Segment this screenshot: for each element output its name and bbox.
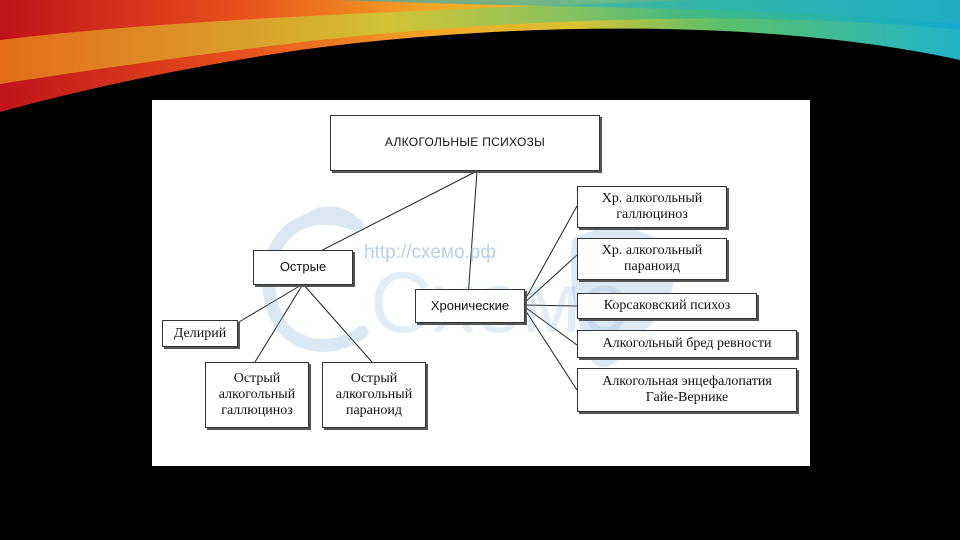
chronic-child-hallucinosis: Хр. алкогольный галлюциноз (577, 186, 727, 228)
chronic-label: Хронические (430, 297, 510, 313)
decorative-banner (0, 0, 960, 112)
chronic-child-encephalopathy: Алкогольная энцефалопатия Гайе-Вернике (577, 368, 797, 412)
acute-label: Острые (279, 259, 327, 275)
chronic-child-paranoid: Хр. алкогольный параноид (577, 238, 727, 280)
chronic-child-korsakoff: Корсаковский психоз (577, 293, 757, 319)
acute-child-paranoid: Острый алкогольный параноид (322, 362, 426, 428)
root-node: АЛКОГОЛЬНЫЕ ПСИХОЗЫ (330, 115, 600, 171)
chronic-node: Хронические (415, 289, 525, 323)
root-label: АЛКОГОЛЬНЫЕ ПСИХОЗЫ (384, 135, 546, 150)
acute-child-hallucinosis: Острый алкогольный галлюциноз (205, 362, 309, 428)
acute-child-delirium: Делирий (162, 320, 238, 347)
acute-node: Острые (253, 250, 353, 285)
chronic-child-jealousy-delusion: Алкогольный бред ревности (577, 330, 797, 358)
connector-lines (238, 170, 578, 391)
diagram-panel: Схемо Ро http://схемо.рф АЛКОГОЛЬНЫЕ ПСИ… (152, 100, 810, 466)
